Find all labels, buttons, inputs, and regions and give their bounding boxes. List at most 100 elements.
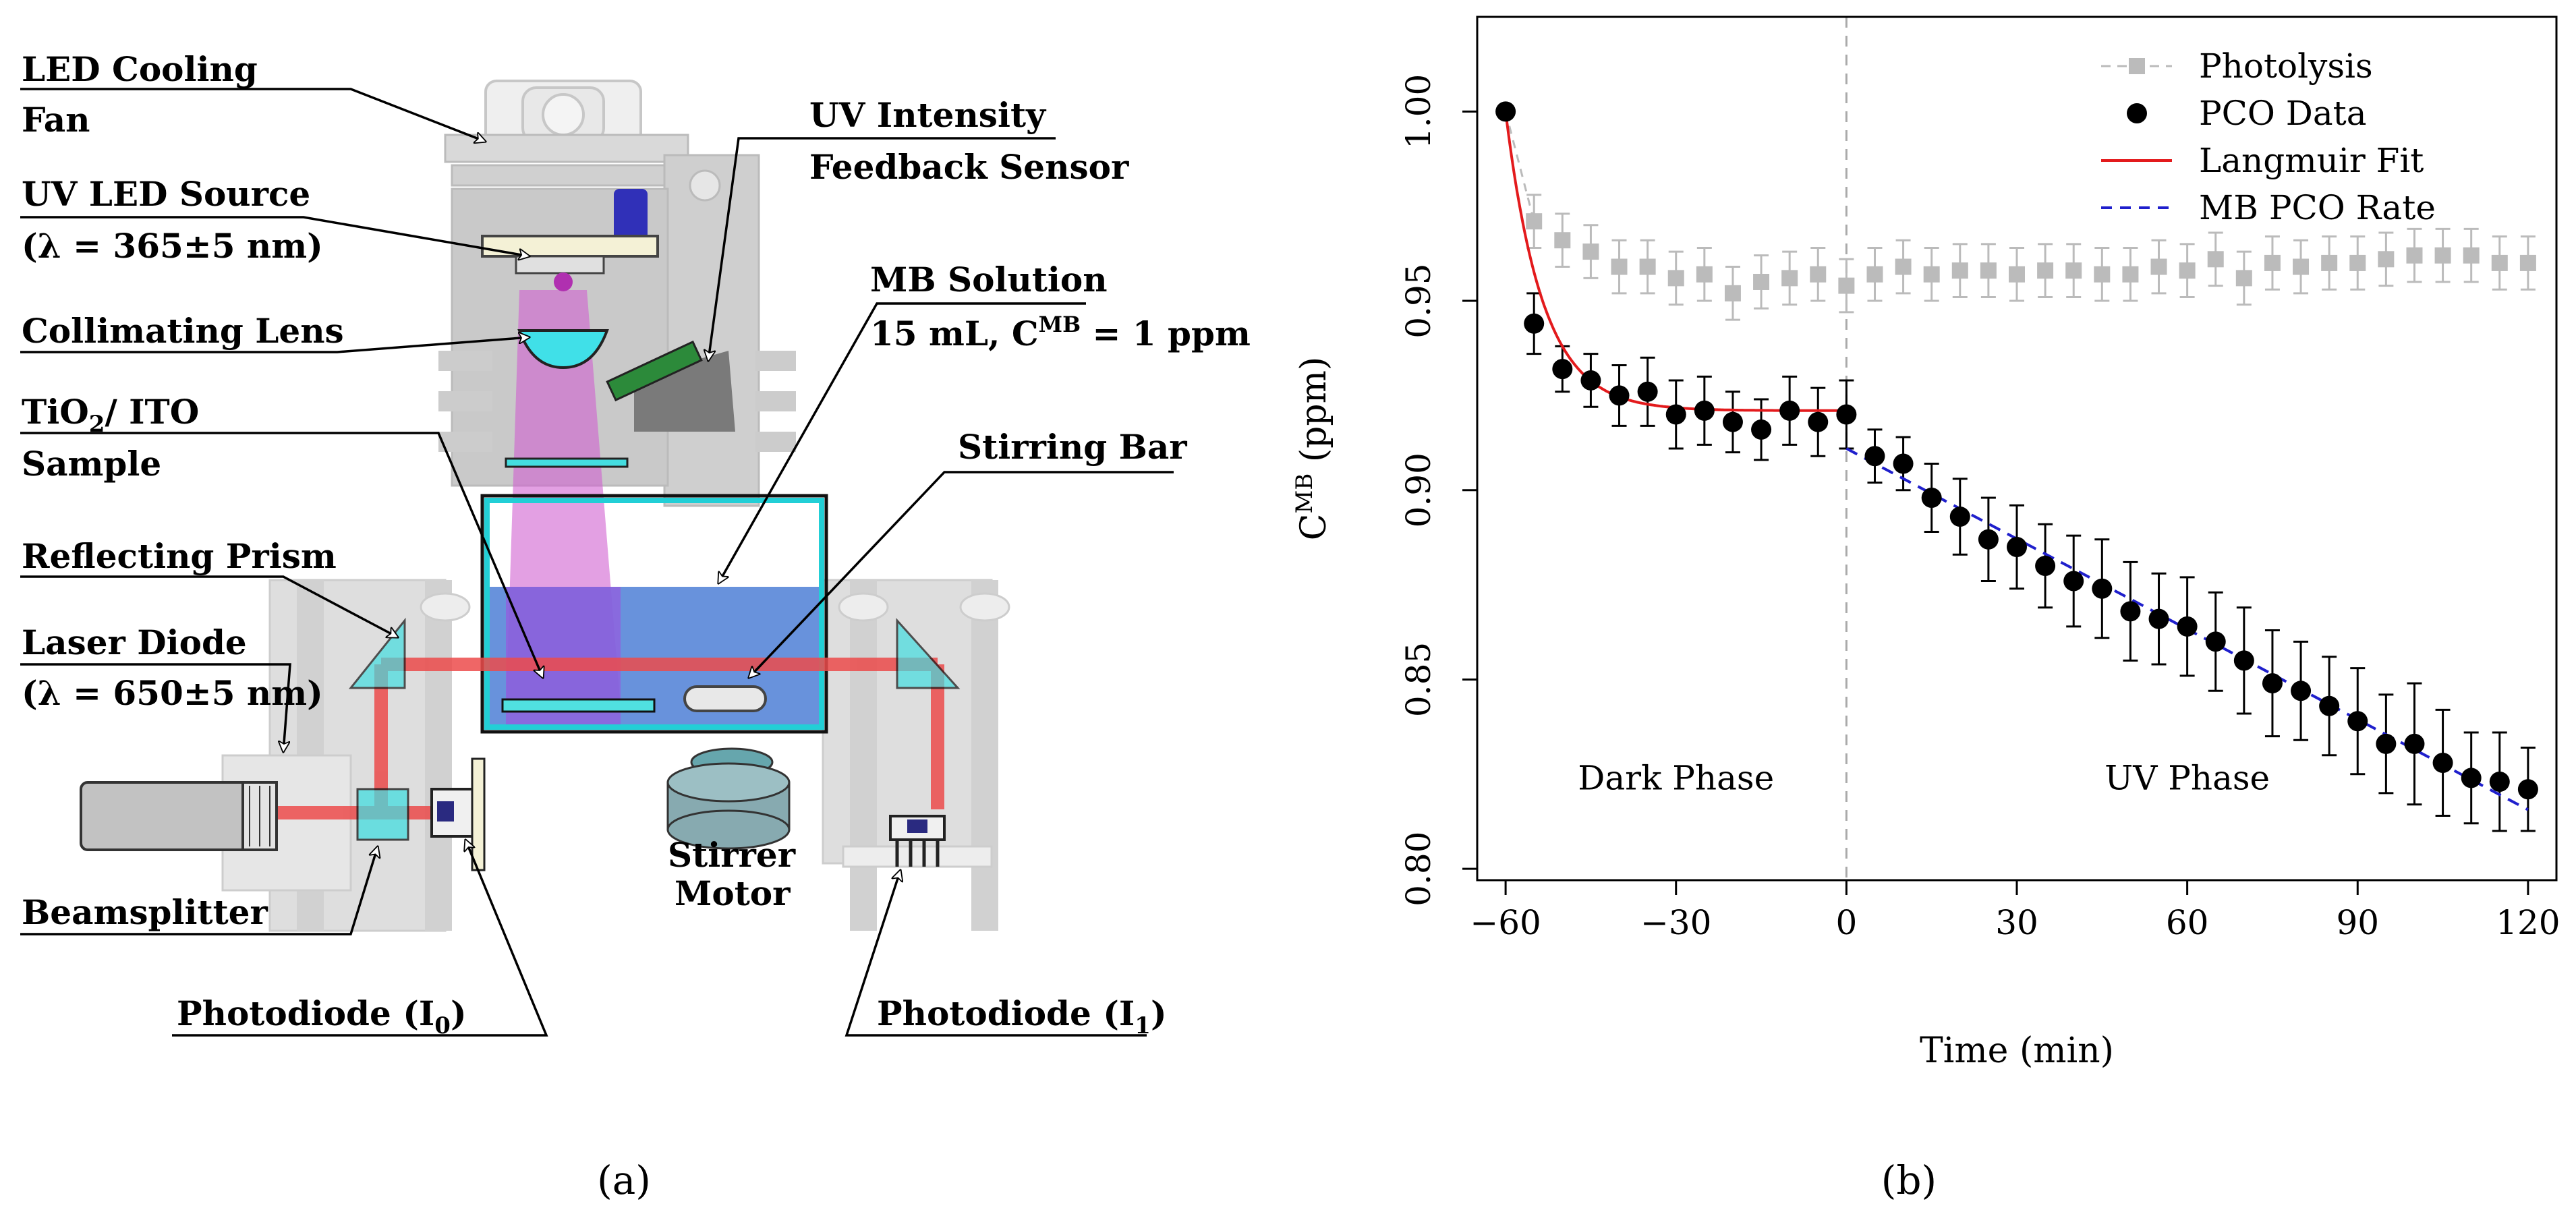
laser-diode bbox=[80, 781, 278, 851]
photolysis-point bbox=[2094, 266, 2111, 283]
photolysis-point bbox=[1951, 262, 1968, 279]
caption-b: (b) bbox=[1881, 1157, 1937, 1203]
pco-data-point bbox=[2347, 711, 2368, 732]
photolysis-point bbox=[2519, 254, 2536, 271]
pco-data-point bbox=[2319, 695, 2340, 716]
photolysis-point bbox=[1696, 266, 1713, 283]
label-stirrer: Stirrer bbox=[668, 835, 796, 875]
pco-data-point bbox=[2262, 673, 2283, 694]
pco-data-point bbox=[1580, 370, 1601, 391]
photolysis-point bbox=[1667, 270, 1684, 287]
pco-data-point bbox=[2120, 601, 2141, 622]
phase-label-0: Dark Phase bbox=[1578, 758, 1774, 797]
photolysis-point bbox=[2293, 258, 2310, 275]
y-tick-label: 0.80 bbox=[1399, 831, 1438, 906]
label-beamsplitter: Beamsplitter bbox=[22, 892, 268, 932]
photolysis-point bbox=[2179, 262, 2196, 279]
pco-data-point bbox=[2035, 556, 2056, 577]
beamsplitter bbox=[356, 788, 409, 841]
chart-background: Dark Phase UV Phase bbox=[1578, 17, 2270, 880]
photolysis-point bbox=[1838, 277, 1855, 294]
pco-data-point bbox=[1836, 404, 1857, 425]
pco-data-point bbox=[2205, 631, 2226, 652]
pco-data-point bbox=[1949, 507, 1970, 527]
label-mb-concentration: 15 mL, CMB = 1 ppm bbox=[870, 312, 1251, 353]
laser-path bbox=[277, 658, 944, 819]
photolysis-point bbox=[1810, 266, 1827, 283]
legend-pco-label: PCO Data bbox=[2199, 94, 2367, 133]
x-tick-label: 90 bbox=[2336, 903, 2379, 942]
collimating-lens bbox=[517, 329, 609, 370]
pco-data-point bbox=[1978, 529, 1999, 550]
x-axis-label: Time (min) bbox=[1920, 1031, 2114, 1071]
pco-data-point bbox=[2432, 752, 2453, 773]
reflecting-prism-right bbox=[896, 618, 961, 689]
label-photodiode-i0: Photodiode (I0) bbox=[177, 993, 467, 1039]
y-tick-label: 0.95 bbox=[1399, 263, 1438, 338]
photodiode-i1 bbox=[889, 815, 946, 867]
label-reflecting-prism: Reflecting Prism bbox=[22, 536, 337, 576]
pco-data-point bbox=[2148, 608, 2169, 629]
pco-data-point bbox=[1694, 400, 1715, 421]
photolysis-point bbox=[2150, 258, 2167, 275]
apparatus-diagram: LED Cooling Fan UV LED Source (λ = 365±5… bbox=[20, 49, 1251, 1203]
pco-data-point bbox=[2517, 779, 2538, 800]
photolysis-point bbox=[2378, 251, 2395, 268]
pco-data-point bbox=[1779, 400, 1800, 421]
pco-data-point bbox=[1864, 446, 1885, 467]
photolysis-point bbox=[2207, 251, 2224, 268]
pco-data-point bbox=[2489, 772, 2510, 793]
photolysis-point bbox=[2434, 247, 2451, 264]
legend-photolysis-label: Photolysis bbox=[2199, 47, 2373, 86]
photolysis-point bbox=[1923, 266, 1940, 283]
apparatus-diagram-panel: LED Cooling Fan UV LED Source (λ = 365±5… bbox=[0, 0, 1282, 1207]
label-laser-diode: Laser Diode bbox=[22, 623, 247, 662]
label-feedback-sensor: Feedback Sensor bbox=[809, 147, 1129, 187]
cooling-fan bbox=[484, 80, 642, 150]
pco-data-point bbox=[1751, 419, 1772, 440]
label-led-cooling-fan: Fan bbox=[22, 100, 90, 140]
pco-data-point bbox=[1921, 487, 1942, 508]
pco-data-point bbox=[1637, 381, 1658, 402]
photolysis-point bbox=[2122, 266, 2139, 283]
photolysis-point bbox=[1724, 285, 1741, 301]
pco-data-point bbox=[2007, 536, 2027, 557]
x-tick-label: −30 bbox=[1640, 903, 1712, 942]
pco-data-point bbox=[2376, 733, 2397, 754]
label-collimating-lens: Collimating Lens bbox=[22, 311, 344, 351]
pco-data-point bbox=[2092, 578, 2113, 599]
label-mb-solution: MB Solution bbox=[870, 260, 1108, 299]
photolysis-point bbox=[2037, 262, 2054, 279]
pco-data-point bbox=[2233, 650, 2254, 671]
tio2-ito-sample bbox=[501, 698, 656, 713]
label-photodiode-i1: Photodiode (I1) bbox=[877, 993, 1167, 1039]
upper-sample-window bbox=[505, 457, 629, 468]
photolysis-point bbox=[2491, 254, 2508, 271]
photolysis-point bbox=[2321, 254, 2338, 271]
phase-label-1: UV Phase bbox=[2105, 758, 2270, 797]
pco-data-point bbox=[1524, 313, 1545, 334]
legend-langmuir-label: Langmuir Fit bbox=[2199, 141, 2424, 180]
uv-feedback-sensor bbox=[606, 340, 735, 432]
photolysis-point bbox=[1554, 232, 1571, 249]
x-tick-label: 60 bbox=[2166, 903, 2209, 942]
pco-data-point bbox=[2404, 733, 2425, 754]
x-tick-label: 120 bbox=[2496, 903, 2560, 942]
pco-data-point bbox=[1665, 404, 1686, 425]
pco-data-point bbox=[1722, 411, 1743, 432]
stirrer-motor bbox=[666, 747, 791, 850]
pco-data-point bbox=[1808, 411, 1829, 432]
photolysis-point bbox=[2009, 266, 2025, 283]
photolysis-point bbox=[1526, 213, 1543, 230]
chart-series bbox=[1495, 101, 2538, 832]
photolysis-point bbox=[1582, 243, 1599, 260]
pco-data-point bbox=[2063, 571, 2084, 592]
photolysis-point bbox=[1980, 262, 1997, 279]
label-uv-led-source: UV LED Source bbox=[22, 174, 310, 214]
pco-data-point bbox=[2461, 768, 2482, 788]
label-laser-wavelength: (λ = 650±5 nm) bbox=[22, 673, 323, 713]
x-tick-label: 30 bbox=[1995, 903, 2038, 942]
diagram-labels: LED Cooling Fan UV LED Source (λ = 365±5… bbox=[22, 49, 1251, 1039]
label-motor: Motor bbox=[675, 873, 791, 913]
photolysis-point bbox=[1753, 273, 1770, 290]
